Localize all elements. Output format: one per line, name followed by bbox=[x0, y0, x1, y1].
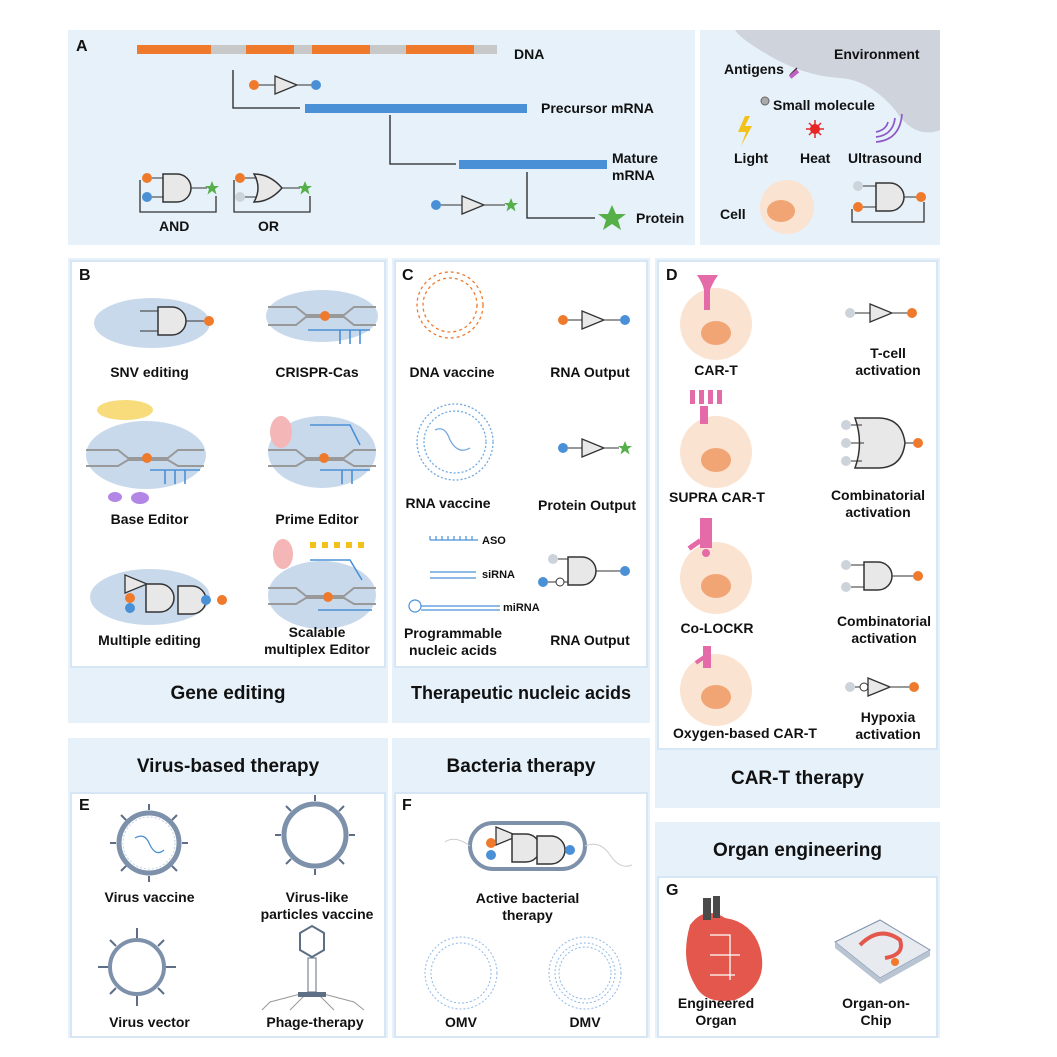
heat-label: Heat bbox=[800, 150, 831, 166]
small-molecule-label: Small molecule bbox=[773, 97, 875, 113]
panel-c-letter: C bbox=[402, 267, 414, 284]
snv-editing-label: SNV editing bbox=[110, 364, 189, 380]
crispr-cas-label: CRISPR-Cas bbox=[275, 364, 359, 380]
omv-graphic bbox=[424, 936, 498, 1010]
dna-strand bbox=[137, 45, 497, 54]
mirna-label: miRNA bbox=[503, 602, 540, 614]
rna-output-label-2: RNA Output bbox=[550, 632, 630, 648]
sirna-label: siRNA bbox=[482, 569, 516, 581]
organ-engineering-header: Organ engineering bbox=[713, 840, 882, 861]
ultrasound-label: Ultrasound bbox=[848, 150, 922, 166]
dna-vaccine-graphic bbox=[416, 271, 484, 339]
panel-a-letter: A bbox=[76, 38, 88, 55]
combinatorial-label-1: Combinatorial activation bbox=[830, 487, 926, 520]
cell-label: Cell bbox=[720, 206, 746, 222]
light-icon bbox=[738, 116, 752, 146]
protein-output-label: Protein Output bbox=[538, 497, 636, 513]
panel-f-letter: F bbox=[402, 797, 412, 814]
or-gate-label: OR bbox=[258, 218, 279, 234]
aso-label: ASO bbox=[482, 535, 506, 547]
rna-vaccine-graphic bbox=[416, 403, 494, 481]
oxygen-car-t-label: Oxygen-based CAR-T bbox=[673, 725, 817, 741]
light-label: Light bbox=[734, 150, 769, 166]
virus-vector-label: Virus vector bbox=[109, 1014, 190, 1030]
bacteria-graphic bbox=[444, 821, 633, 871]
car-t-therapy-title: CAR-T therapy bbox=[730, 768, 864, 789]
vlp-vaccine-graphic bbox=[275, 795, 355, 875]
dmv-graphic bbox=[548, 936, 622, 1010]
rna-vaccine-label: RNA vaccine bbox=[405, 495, 491, 511]
t-cell-activation-label: T-cell activation bbox=[855, 345, 921, 378]
ultrasound-icon bbox=[875, 113, 903, 143]
virus-therapy-header: Virus-based therapy bbox=[136, 756, 320, 777]
active-bacterial-label: Active bacterial therapy bbox=[475, 890, 580, 923]
omv-label: OMV bbox=[445, 1014, 477, 1030]
engineered-organ-graphic bbox=[686, 896, 763, 1001]
precursor-mrna bbox=[305, 104, 527, 113]
multiple-editing-label: Multiple editing bbox=[98, 632, 201, 648]
supra-car-t-label: SUPRA CAR-T bbox=[669, 489, 765, 505]
antigens-label: Antigens bbox=[724, 61, 784, 77]
precursor-mrna-label: Precursor mRNA bbox=[541, 100, 654, 116]
panel-e-letter: E bbox=[79, 797, 90, 814]
dna-vaccine-label: DNA vaccine bbox=[409, 364, 495, 380]
car-t-label: CAR-T bbox=[694, 362, 738, 378]
programmable-label: Programmable nucleic acids bbox=[403, 625, 503, 658]
mature-mrna bbox=[459, 160, 607, 169]
vlp-vaccine-label: Virus-like particles vaccine bbox=[260, 889, 374, 922]
phage-therapy-label: Phage-therapy bbox=[266, 1014, 364, 1030]
protein-star bbox=[598, 205, 626, 230]
co-lockr-label: Co-LOCKR bbox=[680, 620, 754, 636]
environment-title: Environment bbox=[834, 46, 920, 62]
panel-b-letter: B bbox=[79, 267, 91, 284]
virus-vaccine-graphic bbox=[110, 804, 188, 882]
virus-vaccine-label: Virus vaccine bbox=[104, 889, 195, 905]
dna-label: DNA bbox=[514, 46, 545, 62]
panel-d-letter: D bbox=[666, 267, 678, 284]
panel-a bbox=[68, 30, 695, 245]
and-gate-label: AND bbox=[159, 218, 190, 234]
bacteria-therapy-header: Bacteria therapy bbox=[446, 756, 596, 777]
panel-g-letter: G bbox=[666, 882, 679, 899]
mature-mrna-label: Mature mRNA bbox=[612, 150, 658, 183]
prime-editor-label: Prime Editor bbox=[275, 511, 359, 527]
organ-on-chip-label: Organ-on- Chip bbox=[842, 995, 910, 1028]
scalable-editor-label: Scalable multiplex Editor bbox=[264, 624, 370, 657]
organ-chip-graphic bbox=[834, 919, 931, 984]
hypoxia-label: Hypoxia activation bbox=[855, 709, 921, 742]
combinatorial-label-2: Combinatorial activation bbox=[836, 613, 932, 646]
engineered-organ-label: Engineered Organ bbox=[677, 995, 755, 1028]
base-editor-label: Base Editor bbox=[110, 511, 189, 527]
virus-vector-graphic bbox=[98, 928, 176, 1006]
therapeutic-na-title: Therapeutic nucleic acids bbox=[410, 683, 632, 703]
gene-editing-title: Gene editing bbox=[170, 683, 286, 704]
protein-label: Protein bbox=[636, 210, 685, 226]
dmv-label: DMV bbox=[569, 1014, 601, 1030]
phage-graphic bbox=[261, 924, 365, 1011]
rna-output-label-1: RNA Output bbox=[550, 364, 630, 380]
